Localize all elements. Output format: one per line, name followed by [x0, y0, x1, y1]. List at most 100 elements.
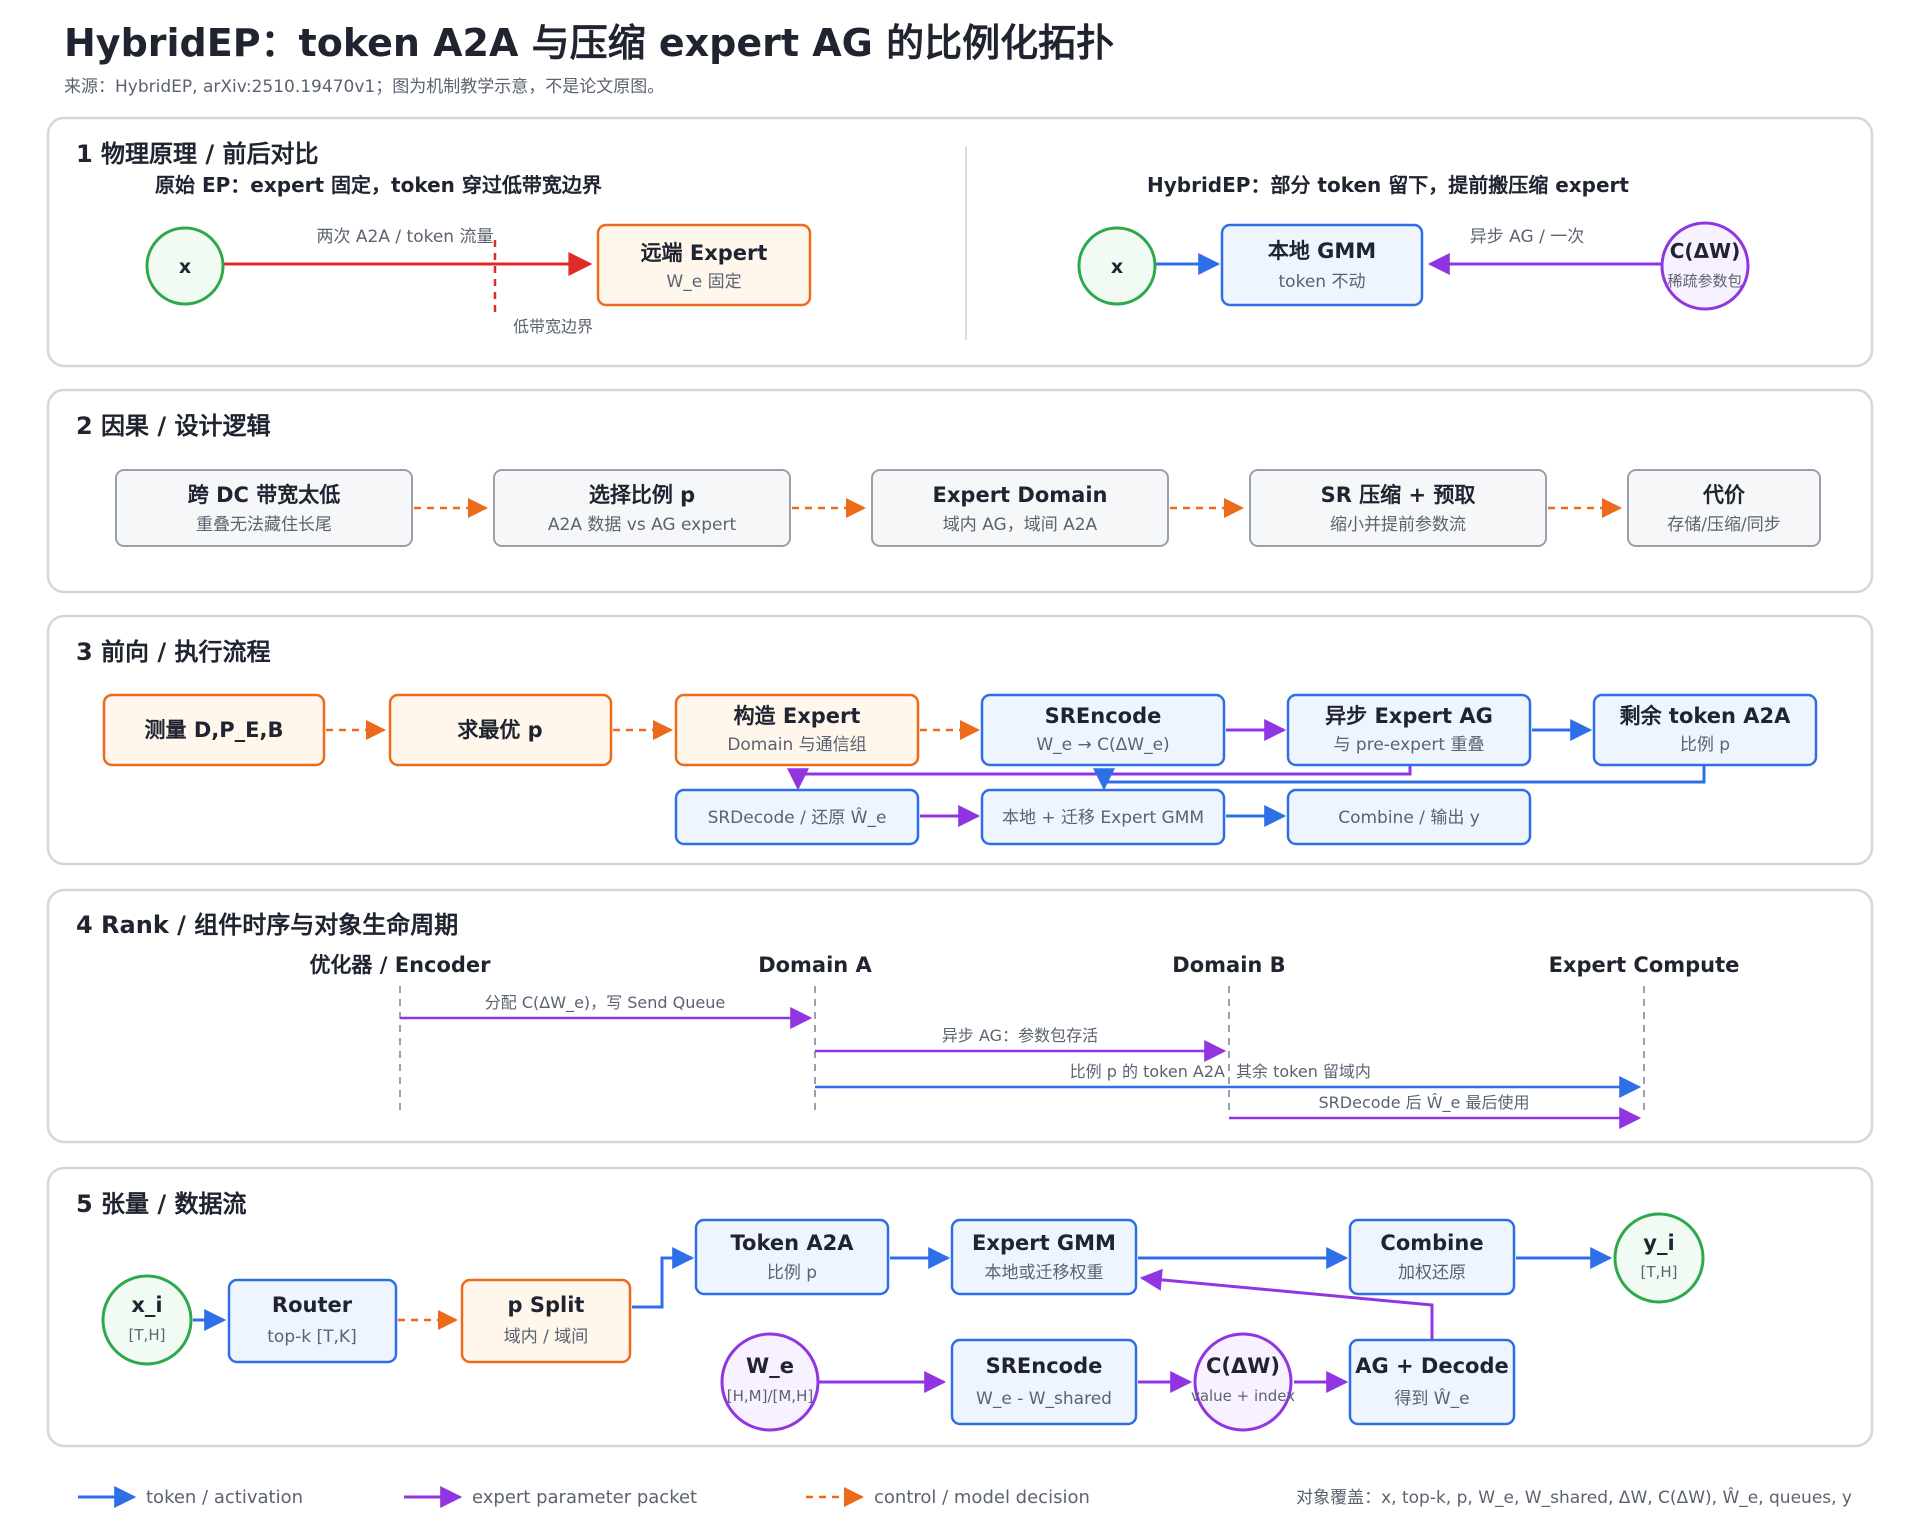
node-sub: 稀疏参数包 — [1667, 272, 1742, 290]
right-heading: HybridEP：部分 token 留下，提前搬压缩 expert — [1147, 173, 1629, 197]
legend-control-label: control / model decision — [874, 1487, 1090, 1508]
panel-title: 2 因果 / 设计逻辑 — [76, 412, 271, 440]
node-sub: W_e → C(ΔW_e) — [1036, 735, 1169, 755]
choose-ratio-p: 选择比例 p A2A 数据 vs AG expert — [493, 469, 791, 547]
remote-expert-node: 远端 Expert W_e 固定 — [596, 223, 812, 307]
node-sub: W_e - W_shared — [976, 1389, 1112, 1409]
legend-token-label: token / activation — [146, 1487, 303, 1508]
node-title: C(ΔW) — [1206, 1354, 1280, 1378]
node-title: 本地 GMM — [1268, 239, 1376, 263]
panel-dataflow: 5 张量 / 数据流 x_i [T,H] Router top-k [T,K] … — [46, 1166, 1874, 1448]
node-title: Combine — [1380, 1231, 1483, 1255]
msg-label: SRDecode 后 Ŵ_e 最后使用 — [1319, 1093, 1530, 1113]
node-title: 剩余 token A2A — [1620, 704, 1792, 728]
node-sub: 域内 AG，域间 A2A — [943, 515, 1098, 535]
edge-remaining-to-gmm — [1093, 766, 1706, 791]
node-title: 代价 — [1702, 483, 1746, 507]
local-migrated-gmm-node: 本地 + 迁移 Expert GMM — [980, 788, 1226, 846]
srencode-node: SREncode W_e → C(ΔW_e) — [980, 693, 1226, 767]
local-gmm-node: 本地 GMM token 不动 — [1220, 223, 1424, 307]
router-node: Router top-k [T,K] — [227, 1278, 398, 1364]
measure-node: 测量 D,P_E,B — [102, 693, 326, 767]
panel-title: 3 前向 / 执行流程 — [76, 638, 271, 666]
optimize-p-node: 求最优 p — [388, 693, 613, 767]
compressed-param-node: C(ΔW) 稀疏参数包 — [1660, 221, 1750, 311]
lane-domain-a: Domain A — [758, 953, 872, 977]
node-title: Expert GMM — [972, 1231, 1116, 1255]
node-label: x — [179, 256, 191, 278]
msg-label: 其余 token 留域内 — [1236, 1062, 1371, 1081]
combine-output-node: Combine / 输出 y — [1286, 788, 1532, 846]
output-yi-node: y_i [T,H] — [1613, 1212, 1705, 1304]
node-sub: 比例 p — [1680, 735, 1730, 755]
left-heading: 原始 EP：expert 固定，token 穿过低带宽边界 — [155, 173, 602, 197]
lane-expert-compute: Expert Compute — [1549, 953, 1740, 977]
node-title: AG + Decode — [1355, 1354, 1509, 1378]
node-title: SR 压缩 + 预取 — [1321, 483, 1476, 507]
node-sub: 本地或迁移权重 — [985, 1263, 1104, 1283]
panel-title: 4 Rank / 组件时序与对象生命周期 — [76, 911, 458, 939]
panel-timeline: 4 Rank / 组件时序与对象生命周期 优化器 / Encoder Domai… — [46, 888, 1874, 1144]
combine-node: Combine 加权还原 — [1348, 1218, 1516, 1296]
edge-label-ag: 异步 AG / 一次 — [1470, 227, 1584, 247]
node-sub: 存储/压缩/同步 — [1667, 515, 1780, 535]
node-title: 跨 DC 带宽太低 — [188, 483, 340, 507]
node-label: x — [1111, 256, 1123, 278]
edge-decoded-weights-to-gmm — [1139, 1268, 1434, 1340]
srdecode-node: SRDecode / 还原 Ŵ_e — [674, 788, 920, 846]
expert-domain: Expert Domain 域内 AG，域间 A2A — [871, 469, 1169, 547]
edge-label-a2a: 两次 A2A / token 流量 — [317, 227, 494, 247]
node-title: 测量 D,P_E,B — [145, 718, 284, 742]
node-sub: value + index — [1191, 1387, 1295, 1405]
node-sub: 重叠无法藏住长尾 — [196, 515, 332, 535]
node-sub: 得到 Ŵ_e — [1394, 1387, 1469, 1409]
cause-low-bandwidth: 跨 DC 带宽太低 重叠无法藏住长尾 — [115, 469, 413, 547]
node-title: 选择比例 p — [589, 483, 695, 507]
input-xi-node: x_i [T,H] — [101, 1274, 193, 1366]
compressed-delta-node: C(ΔW) value + index — [1191, 1332, 1295, 1432]
node-sub: A2A 数据 vs AG expert — [548, 515, 737, 535]
node-title: 远端 Expert — [641, 241, 768, 265]
node-title: y_i — [1643, 1231, 1674, 1255]
node-sub: [T,H] — [1641, 1263, 1678, 1281]
node-title: 本地 + 迁移 Expert GMM — [1002, 808, 1204, 828]
node-title: 异步 Expert AG — [1325, 704, 1493, 728]
sr-compress-prefetch: SR 压缩 + 预取 缩小并提前参数流 — [1249, 469, 1547, 547]
node-title: x_i — [131, 1293, 162, 1317]
page-title: HybridEP：token A2A 与压缩 expert AG 的比例化拓扑 — [64, 21, 1114, 65]
panel-title: 1 物理原理 / 前后对比 — [76, 140, 319, 168]
node-sub: token 不动 — [1279, 272, 1366, 292]
node-title: 构造 Expert — [734, 704, 861, 728]
node-sub: [T,H] — [129, 1326, 166, 1344]
remaining-token-a2a-node: 剩余 token A2A 比例 p — [1592, 693, 1818, 767]
boundary-label: 低带宽边界 — [513, 317, 593, 336]
msg-label: 异步 AG：参数包存活 — [942, 1026, 1098, 1045]
legend: token / activation expert parameter pack… — [78, 1486, 1852, 1508]
legend-expert-label: expert parameter packet — [472, 1487, 697, 1508]
edge-split-to-a2a — [632, 1247, 695, 1309]
node-title: Token A2A — [731, 1231, 855, 1255]
lane-optimizer: 优化器 / Encoder — [309, 953, 491, 977]
panel-physics: 1 物理原理 / 前后对比 原始 EP：expert 固定，token 穿过低带… — [46, 116, 1874, 368]
page-subtitle: 来源：HybridEP, arXiv:2510.19470v1；图为机制教学示意… — [64, 77, 664, 97]
node-title: W_e — [746, 1354, 794, 1378]
async-expert-ag-node: 异步 Expert AG 与 pre-expert 重叠 — [1286, 693, 1532, 767]
p-split-node: p Split 域内 / 域间 — [460, 1278, 632, 1364]
msg-label: 分配 C(ΔW_e)，写 Send Queue — [485, 993, 725, 1013]
msg-label: 比例 p 的 token A2A — [1070, 1062, 1225, 1081]
panel-causal: 2 因果 / 设计逻辑 跨 DC 带宽太低 重叠无法藏住长尾 选择比例 p A2… — [46, 388, 1874, 594]
node-sub: Domain 与通信组 — [727, 735, 866, 755]
node-sub: 域内 / 域间 — [504, 1327, 589, 1347]
cost: 代价 存储/压缩/同步 — [1627, 469, 1821, 547]
node-title: Combine / 输出 y — [1338, 808, 1480, 828]
node-sub: 加权还原 — [1398, 1263, 1466, 1283]
panel-forward: 3 前向 / 执行流程 测量 D,P_E,B 求最优 p 构造 Expert D… — [46, 614, 1874, 866]
node-title: SRDecode / 还原 Ŵ_e — [708, 806, 887, 828]
node-title: p Split — [508, 1293, 585, 1317]
legend-coverage: 对象覆盖：x, top-k, p, W_e, W_shared, ΔW, C(Δ… — [1296, 1486, 1852, 1508]
srencode-node: SREncode W_e - W_shared — [950, 1338, 1138, 1426]
node-sub: 与 pre-expert 重叠 — [1334, 735, 1485, 755]
node-title: SREncode — [1045, 704, 1162, 728]
lane-domain-b: Domain B — [1172, 953, 1285, 977]
